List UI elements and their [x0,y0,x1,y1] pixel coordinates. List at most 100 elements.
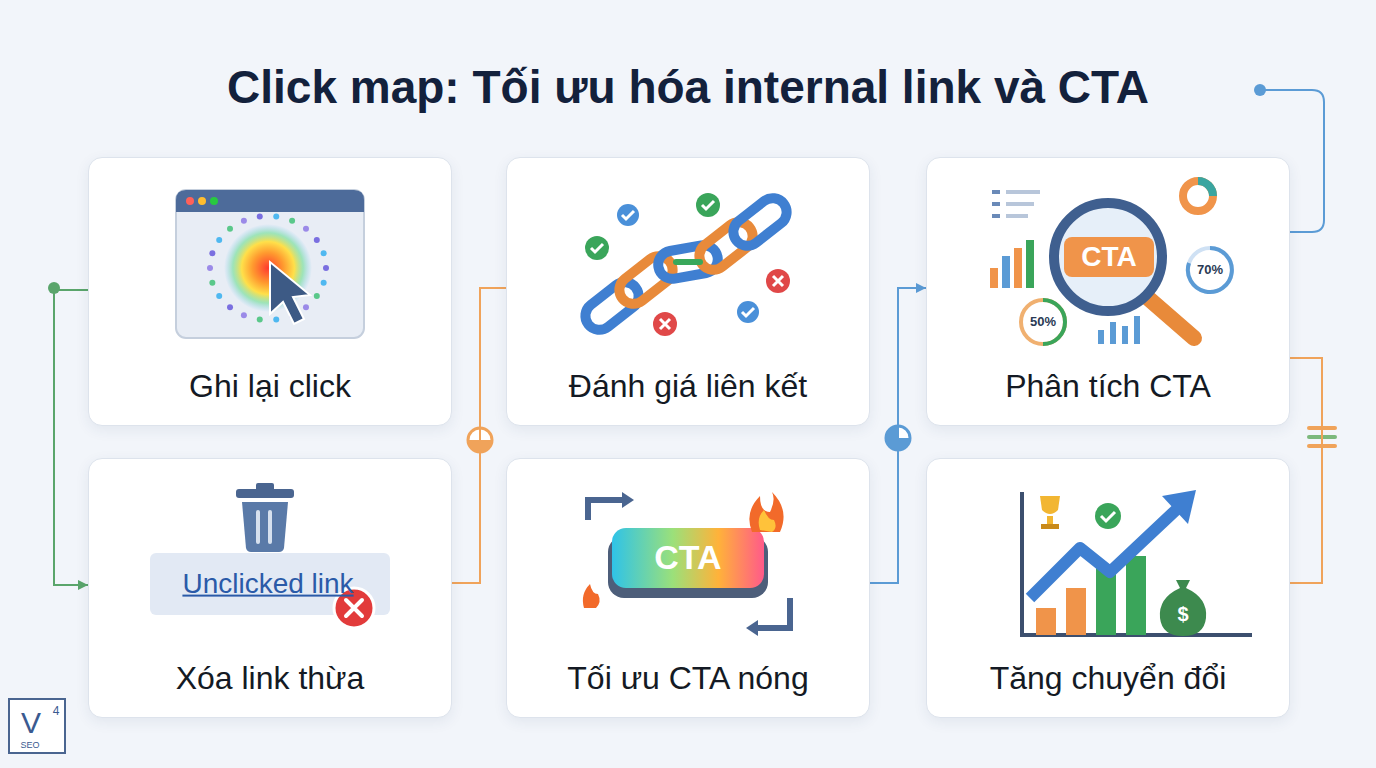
cta-analysis-icon-part [1006,214,1028,218]
hot-cta-icon-part [588,500,622,520]
illustration-label: Unclicked link [182,569,353,600]
chain-icon-part [676,259,700,265]
cta-analysis-icon-part [992,214,1000,218]
cta-analysis-icon-part [1002,256,1010,288]
chain-icon [580,192,793,336]
step-card: Đánh giá liên kết [506,157,870,426]
cta-analysis-icon-part [1188,248,1232,292]
chain-icon-part [580,276,645,335]
flow-connector [452,288,506,583]
chain-icon-part-part [656,243,720,281]
illustration-label: CTA [1081,242,1136,273]
chain-icon-part [622,211,634,219]
cta-analysis-icon-part [990,268,998,288]
delete-link-icon-part [256,483,274,491]
heatmap-icon-part [176,190,364,212]
heat-dot [257,214,263,220]
heatmap-icon [176,190,364,338]
step-card: Tối ưu CTA nóng [506,458,870,718]
cta-analysis-icon-part [1054,203,1162,311]
heat-dot [216,237,222,243]
conversion-chart-icon-part [1030,510,1176,598]
heat-dot [289,312,295,318]
delete-link-icon-part [256,510,260,544]
heat-dot [303,304,309,310]
chain-icon-part [773,276,783,286]
logo-mark-part [9,699,65,753]
heat-dot [227,226,233,232]
cta-analysis-icon-part [1148,298,1194,338]
step-card: Tăng chuyển đổi [926,458,1290,718]
illustration-label: CTA [654,539,721,576]
step-label: Tăng chuyển đổi [990,660,1227,697]
cta-analysis-icon-part [1014,248,1022,288]
step-label: Đánh giá liên kết [569,368,807,405]
heat-dot [273,214,279,220]
step-card: Phân tích CTA [926,157,1290,426]
illustration-label: V [21,706,41,739]
step-label: Xóa link thừa [176,660,365,697]
delete-link-icon [150,483,390,628]
cta-analysis-icon-part [1134,316,1140,344]
chain-icon-part [617,204,639,226]
cta-analysis-icon-part [1026,240,1034,288]
delete-link-icon-part [346,600,362,616]
conversion-chart-icon-part [1162,490,1196,524]
heatmap-icon-part [224,224,312,312]
flow-decor [48,84,1337,452]
conversion-chart-icon-part [1040,496,1060,514]
cta-analysis-icon [990,181,1232,344]
heat-dot [289,218,295,224]
cta-analysis-icon-part [1198,181,1213,196]
chain-icon-part-part [728,192,793,251]
chain-icon-part [728,192,793,251]
chain-icon-part [585,236,609,260]
heat-dot [314,293,320,299]
cta-analysis-icon-part [1188,248,1232,292]
step-label: Ghi lại click [189,368,351,405]
conversion-chart-icon-part [1095,503,1121,529]
conversion-chart-icon-part [1066,588,1086,635]
illustration-label: 4 [53,705,60,718]
step-label: Phân tích CTA [1005,368,1211,405]
heat-dot [321,280,327,286]
cta-analysis-icon-part [1064,237,1154,277]
conversion-chart-icon-part [1096,566,1116,635]
cta-analysis-icon-part [992,202,1000,206]
heat-dot [227,304,233,310]
hot-cta-icon-part [608,536,768,598]
chain-icon-part [591,244,603,252]
conversion-chart-icon-part [1160,580,1206,636]
hot-cta-icon-part [746,620,758,636]
heat-dot [257,316,263,322]
heatmap-icon-part [270,262,310,324]
heat-dot [314,237,320,243]
flow-connector [1290,358,1322,583]
hot-cta-icon-part [622,492,634,508]
conversion-chart-icon [1022,490,1252,636]
hot-cta-icon-part [583,584,600,608]
illustration-label: SEO [20,741,39,751]
chain-icon-part [742,308,754,316]
cta-analysis-icon-part [1006,202,1034,206]
chain-icon-part [656,243,720,281]
illustration-label: 50% [1030,315,1056,329]
conversion-chart-icon-part [1022,492,1252,635]
cta-analysis-icon-part [992,190,1000,194]
flow-connector [870,288,926,583]
illustration-label: 70% [1197,263,1223,277]
flow-connector [54,290,88,585]
chain-icon-part-part [580,276,645,335]
hot-cta-icon-part [749,492,783,532]
heat-dot [209,250,215,256]
conversion-chart-icon-part [1126,556,1146,635]
step-card: Ghi lại click [88,157,452,426]
cta-analysis-icon-part [1006,190,1040,194]
chain-icon-part [614,250,679,309]
hot-cta-icon-part [758,598,790,628]
heat-dot [241,312,247,318]
chain-icon-part [737,301,759,323]
cta-analysis-icon-part [1122,326,1128,344]
conversion-chart-icon-part [1101,512,1115,521]
chain-icon-part [702,201,714,209]
